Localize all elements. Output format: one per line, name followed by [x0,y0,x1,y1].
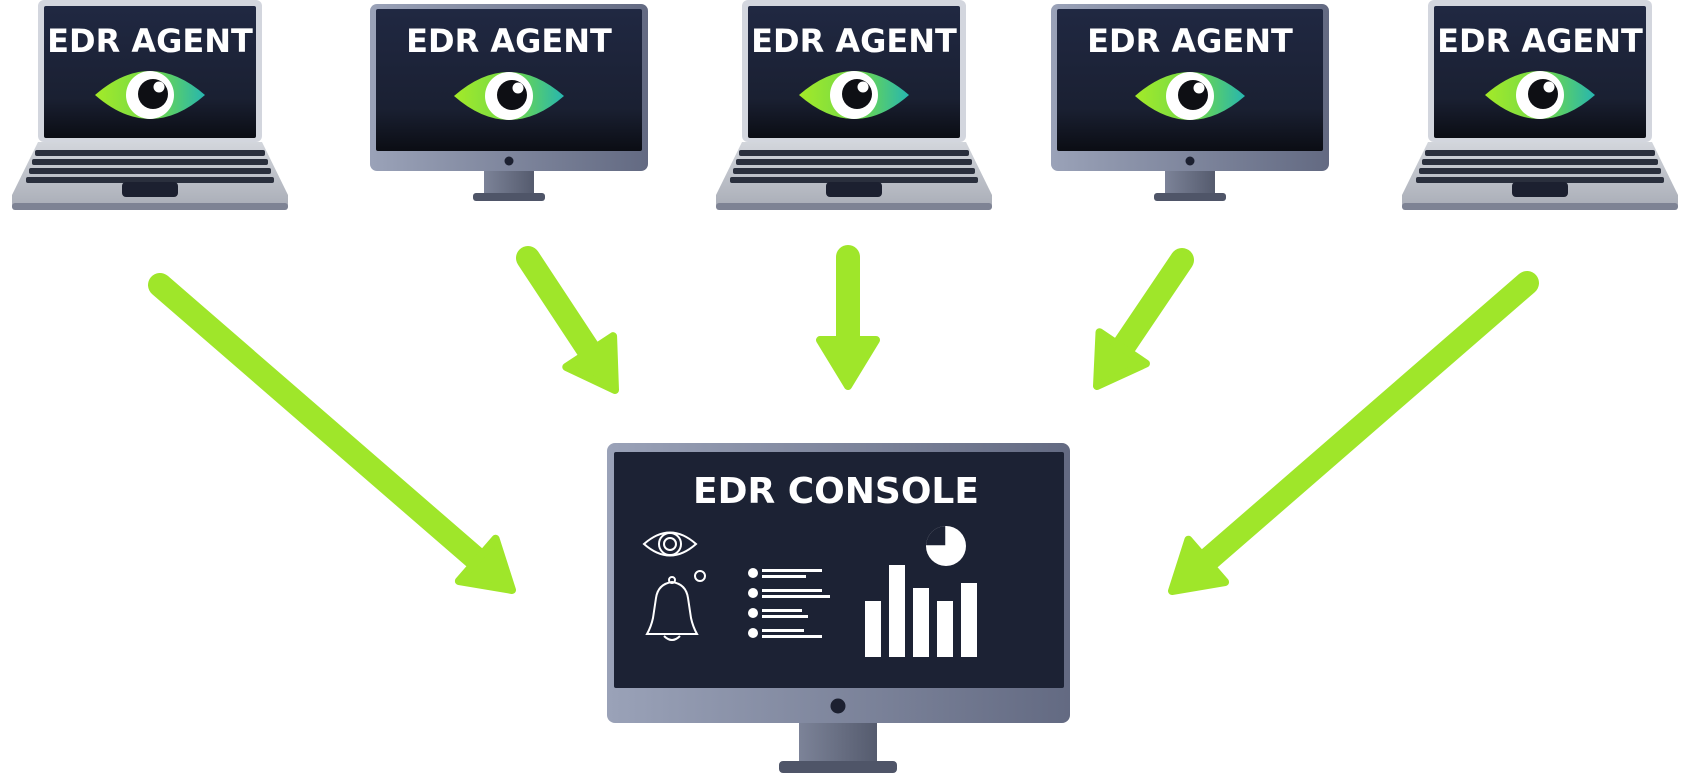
arrow-shaft-1 [148,273,502,583]
agent-laptop-1: EDR AGENT [12,0,288,210]
arrow-head-1 [454,534,516,594]
agent-label: EDR AGENT [406,22,612,60]
agent-label: EDR AGENT [47,22,253,60]
trackpad [826,182,882,197]
bell-icon [645,570,706,641]
power-dot [830,698,846,714]
arrow-head-3 [816,336,880,390]
arrow-shaft-2 [516,246,611,377]
bullet-list-icon [748,568,830,638]
eye-outline-icon [642,531,698,557]
console-title: EDR CONSOLE [693,471,979,512]
power-dot [1185,156,1195,166]
agent-monitor-4: EDR AGENT [1051,4,1329,201]
trackpad [1512,182,1568,197]
edr-console: EDR CONSOLE [607,443,1070,773]
arrow-shaft-5 [1182,271,1539,584]
power-dot [504,156,514,166]
arrow-head-5 [1168,535,1230,595]
trackpad [122,182,178,197]
bar-chart-icon [865,565,977,657]
arrow-head-4 [1093,328,1150,390]
agent-monitor-2: EDR AGENT [370,4,648,201]
arrows-group [148,245,1539,595]
agent-label: EDR AGENT [1087,22,1293,60]
agent-label: EDR AGENT [1437,22,1643,60]
arrow-head-2 [562,332,619,394]
agent-laptop-5: EDR AGENT [1402,0,1678,210]
agent-laptop-3: EDR AGENT [716,0,992,210]
arrow-shaft-4 [1101,248,1194,374]
agent-label: EDR AGENT [751,22,957,60]
pie-chart-icon [926,526,966,566]
